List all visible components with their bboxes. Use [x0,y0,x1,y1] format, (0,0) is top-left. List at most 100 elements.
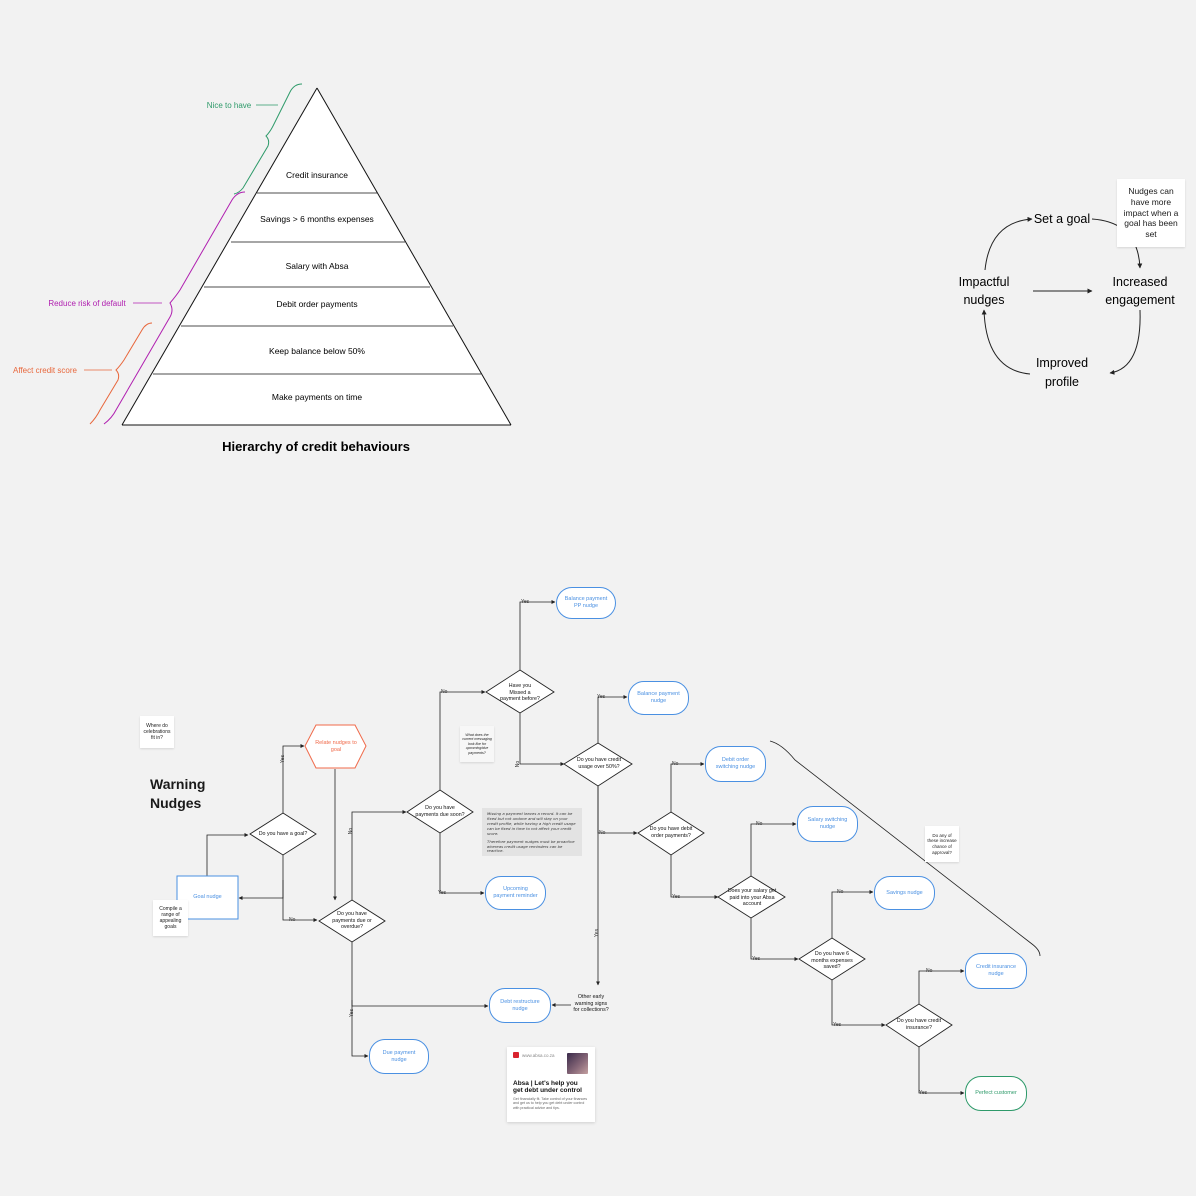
decision-diamond [485,669,555,714]
relate-nudge-hexagon[interactable] [304,724,367,769]
connector [597,695,628,743]
decision-diamond [798,937,866,981]
connector [282,744,305,813]
savings-nudge[interactable]: Savings nudge [874,876,935,910]
decision-salary-label: Does your salary get paid into your Absa… [727,887,777,908]
cycle-profile-line1: Improved [1036,356,1088,370]
decision-goal-label: Do you have a goal? [258,830,308,837]
pyramid-level-label: Credit insurance [286,170,348,180]
bracket-curve [233,83,303,195]
flow-connectors [206,600,1041,1095]
connector [351,810,407,900]
edge-no: No [599,830,606,836]
edge-no: No [515,760,522,768]
cycle-engagement-line1: Increased [1113,275,1168,289]
relate-nudge[interactable]: Relate nudges to goal [315,740,357,753]
pyramid-level-label: Make payments on time [272,392,363,402]
edge-yes: Yes [594,928,601,938]
flow-decisions [249,669,953,1048]
decision-warning-label: Other early warning signs for collection… [571,987,611,1021]
edge-no: No [672,761,679,767]
bracket-curve [89,322,153,425]
pyramid-level-label: Salary with Absa [286,261,349,271]
approval-bracket [769,740,1041,957]
connector [750,822,797,876]
credit-insurance-nudge[interactable]: Credit insurance nudge [965,953,1027,989]
decision-diamond [318,899,386,943]
pyramid-level-label: Debit order payments [276,299,357,309]
decision-diamond [563,742,633,787]
edge-yes: Yes [280,754,287,764]
edge-no: No [289,917,296,923]
absa-link-card[interactable]: www.absa.co.za Absa | Let's help you get… [507,1047,595,1122]
bracket-curve [103,191,246,425]
decision-debit-label: Do you have debit order payments? [649,826,693,839]
link-card-title: Absa | Let's help you get debt under con… [513,1080,582,1095]
bracket-label-score: Affect credit score [13,366,77,375]
decision-months-label: Do you have 6 months expenses saved? [811,950,853,971]
bracket-reduce-risk: Reduce risk of default [48,191,246,425]
connector [750,918,799,961]
pyramid-fill [122,88,511,425]
decision-diamond [406,789,474,834]
perfect-customer[interactable]: Perfect customer [965,1076,1027,1111]
debit-switching-nudge[interactable]: Debit order switching nudge [705,746,766,782]
edge-yes: Yes [672,894,681,900]
link-card-thumbnail [567,1053,588,1074]
link-card-description: Get financially fit. Take control of you… [513,1096,588,1110]
cycle-engagement-line2: engagement [1105,293,1175,307]
cycle-arrow [1109,309,1141,375]
connector [439,833,485,895]
connector [597,786,638,835]
pyramid-left-edge [121,87,318,426]
upcoming-payment-reminder[interactable]: Upcoming payment reminder [485,876,546,910]
debt-restructure-nudge[interactable]: Debt restructure nudge [489,988,551,1023]
edge-yes: Yes [521,599,530,605]
edge-yes: Yes [349,1008,356,1018]
edge-no: No [926,968,933,974]
compile-goals-note: Compile a range of appealing goals [153,900,188,936]
balance-pp-nudge[interactable]: Balance payment PP nudge [556,587,616,619]
connector [670,855,719,899]
edge-yes: Yes [438,890,447,896]
connector [918,1047,965,1095]
link-card-header: www.absa.co.za [513,1052,589,1058]
connector [831,890,874,938]
edge-no: No [441,689,448,695]
connector [238,855,284,900]
bracket-label-nice: Nice to have [207,101,252,110]
connector [519,600,556,670]
edge-yes: Yes [597,694,606,700]
connector [206,833,249,876]
missed-note-paragraph-2: Therefore payment nudges must be proacti… [487,838,575,854]
cycle-profile-line2: profile [1045,375,1079,389]
decision-diamond [249,812,317,856]
missed-note-paragraph-1: Missing a payment leaves a record. It ca… [487,811,576,836]
engagement-cycle: Set a goal Increased engagement Improved… [959,212,1176,389]
edge-no: No [756,821,763,827]
cycle-arrow [981,309,1031,375]
cycle-arrow [984,216,1033,271]
decision-missed-label: Have you Missed a payment before? [500,682,540,703]
salary-switching-nudge[interactable]: Salary switching nudge [797,806,858,842]
edge-yes: Yes [752,956,761,962]
decision-diamond [717,875,786,919]
bracket-credit-score: Affect credit score [13,322,153,425]
pyramid-right-edge [316,87,512,426]
connector [670,762,705,812]
connector [519,713,565,766]
pyramid-level-label: Keep balance below 50% [269,346,365,356]
decision-usage-label: Do you have credit usage over 50%? [576,757,622,770]
absa-logo-icon [513,1052,519,1058]
decision-insurance-label: Do you have credit insurance? [896,1018,942,1031]
due-payment-nudge[interactable]: Due payment nudge [369,1039,429,1074]
edge-yes: Yes [833,1022,842,1028]
connector [351,1000,369,1058]
credit-pyramid: Credit insurance Savings > 6 months expe… [121,87,512,454]
balance-payment-nudge[interactable]: Balance payment nudge [628,681,689,715]
bracket-nice-to-have: Nice to have [207,83,303,195]
link-card-domain: www.absa.co.za [522,1052,555,1058]
goal-nudge[interactable]: Goal nudge [193,894,222,901]
approval-note: Do any of these increase chance of appro… [925,826,959,862]
